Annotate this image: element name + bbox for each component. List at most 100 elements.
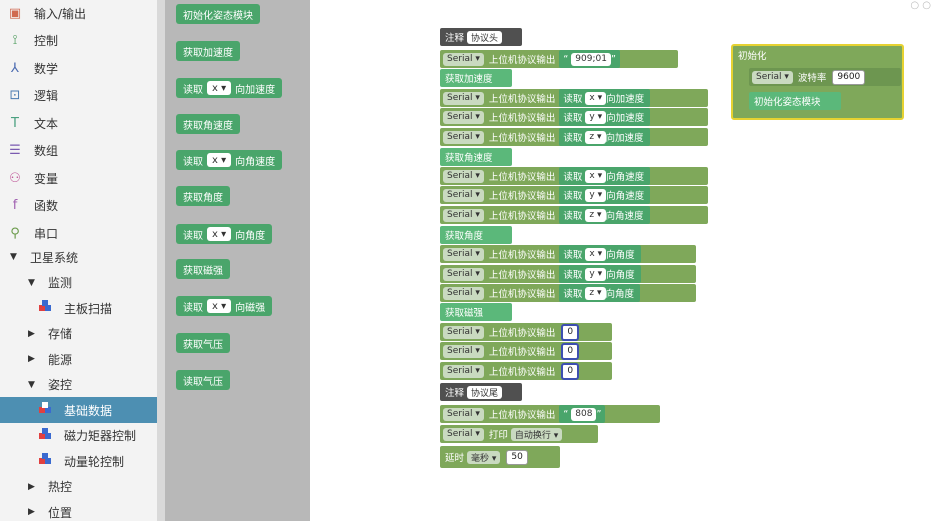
axis-dropdown[interactable]: x ▾ xyxy=(207,81,232,95)
serial-dropdown[interactable]: Serial ▾ xyxy=(443,208,484,222)
delay-value[interactable]: 50 xyxy=(506,449,528,465)
flyout-block-5[interactable]: 获取角度 xyxy=(176,186,230,206)
serial-dropdown[interactable]: Serial ▾ xyxy=(443,188,484,202)
serial-output-row[interactable]: Serial ▾上位机协议输出“808” xyxy=(440,405,660,423)
string-block[interactable]: “808” xyxy=(559,405,606,423)
serial-dropdown[interactable]: Serial ▾ xyxy=(443,110,484,124)
axis-dropdown[interactable]: x ▾ xyxy=(585,91,607,105)
caret-down-icon[interactable]: ▼ xyxy=(28,379,35,390)
flyout-block-7[interactable]: 获取磁强 xyxy=(176,259,230,279)
comment-value[interactable]: 协议头 xyxy=(467,30,503,44)
workspace-toolbar-icon[interactable]: ○ ○ xyxy=(910,0,931,11)
number-value[interactable]: 0 xyxy=(561,323,580,341)
caret-right-icon[interactable]: ▶ xyxy=(28,354,35,364)
axis-dropdown[interactable]: y ▾ xyxy=(585,110,607,124)
init-module-block[interactable]: 初始化姿态模块 xyxy=(749,92,841,110)
serial-dropdown[interactable]: Serial ▾ xyxy=(443,267,484,281)
sidebar-scrollbar[interactable] xyxy=(157,0,165,521)
sidebar-category-2[interactable]: ⅄数学 xyxy=(0,55,158,81)
tree-item-9[interactable]: ▶热控 xyxy=(0,474,158,500)
serial-dropdown[interactable]: Serial ▾ xyxy=(443,427,484,441)
caret-right-icon[interactable]: ▶ xyxy=(28,481,35,492)
serial-dropdown[interactable]: Serial ▾ xyxy=(443,247,484,261)
axis-dropdown[interactable]: x ▾ xyxy=(585,247,607,261)
serial-output-row[interactable]: Serial ▾上位机协议输出“909;01” xyxy=(440,50,678,68)
tree-item-6[interactable]: 基础数据 xyxy=(0,397,158,423)
serial-dropdown[interactable]: Serial ▾ xyxy=(443,91,484,105)
comment-block[interactable]: 注释协议头 xyxy=(440,28,522,46)
section-get-gyro[interactable]: 获取角速度 xyxy=(440,148,512,166)
section-get-angle[interactable]: 获取角度 xyxy=(440,226,512,244)
axis-dropdown[interactable]: x ▾ xyxy=(207,153,232,167)
serial-print-row[interactable]: Serial ▾打印自动换行 ▾ xyxy=(440,425,598,443)
sidebar-category-3[interactable]: ⊡逻辑 xyxy=(0,83,158,109)
axis-dropdown[interactable]: x ▾ xyxy=(207,299,232,313)
tree-item-10[interactable]: ▶位置 xyxy=(0,499,158,525)
serial-dropdown[interactable]: Serial ▾ xyxy=(443,407,484,421)
tree-item-0[interactable]: ▼卫星系统 xyxy=(0,244,158,270)
delay-block[interactable]: 延时毫秒 ▾50 xyxy=(440,446,560,468)
tree-item-7[interactable]: 磁力矩器控制 xyxy=(0,423,158,449)
flyout-block-9[interactable]: 获取气压 xyxy=(176,333,230,353)
axis-dropdown[interactable]: y ▾ xyxy=(585,188,607,202)
axis-dropdown[interactable]: y ▾ xyxy=(585,267,607,281)
flyout-block-10[interactable]: 读取气压 xyxy=(176,370,230,390)
section-get-accel[interactable]: 获取加速度 xyxy=(440,69,512,87)
axis-dropdown[interactable]: z ▾ xyxy=(585,130,606,144)
serial-dropdown[interactable]: Serial ▾ xyxy=(443,169,484,183)
caret-down-icon[interactable]: ▼ xyxy=(28,277,35,288)
delay-unit-dropdown[interactable]: 毫秒 ▾ xyxy=(467,450,501,464)
serial-dropdown[interactable]: Serial ▾ xyxy=(443,52,484,66)
caret-right-icon[interactable]: ▶ xyxy=(28,507,35,517)
number-value[interactable]: 0 xyxy=(561,362,580,380)
sidebar-category-5[interactable]: ☰数组 xyxy=(0,138,158,164)
sidebar-category-1[interactable]: ⟟控制 xyxy=(0,28,158,54)
baud-value[interactable]: 9600 xyxy=(832,69,866,85)
string-value[interactable]: 909;01 xyxy=(571,52,611,66)
sidebar-category-8[interactable]: ⚲串口 xyxy=(0,220,158,246)
serial-dropdown[interactable]: Serial ▾ xyxy=(443,130,484,144)
number-value[interactable]: 0 xyxy=(561,342,580,360)
comment-block[interactable]: 注释协议尾 xyxy=(440,383,522,401)
axis-dropdown[interactable]: z ▾ xyxy=(585,286,606,300)
flyout-block-1[interactable]: 获取加速度 xyxy=(176,41,240,61)
serial-dropdown[interactable]: Serial ▾ xyxy=(443,325,484,339)
sidebar-category-6[interactable]: ⚇变量 xyxy=(0,165,158,191)
tree-item-5[interactable]: ▼姿控 xyxy=(0,372,158,398)
caret-right-icon[interactable]: ▶ xyxy=(28,328,35,339)
string-value[interactable]: 808 xyxy=(571,407,597,421)
flyout-block-0[interactable]: 初始化姿态模块 xyxy=(176,4,260,24)
tree-item-2[interactable]: 主板扫描 xyxy=(0,295,158,321)
caret-down-icon[interactable]: ▼ xyxy=(10,252,17,262)
tree-item-1[interactable]: ▼监测 xyxy=(0,270,158,296)
